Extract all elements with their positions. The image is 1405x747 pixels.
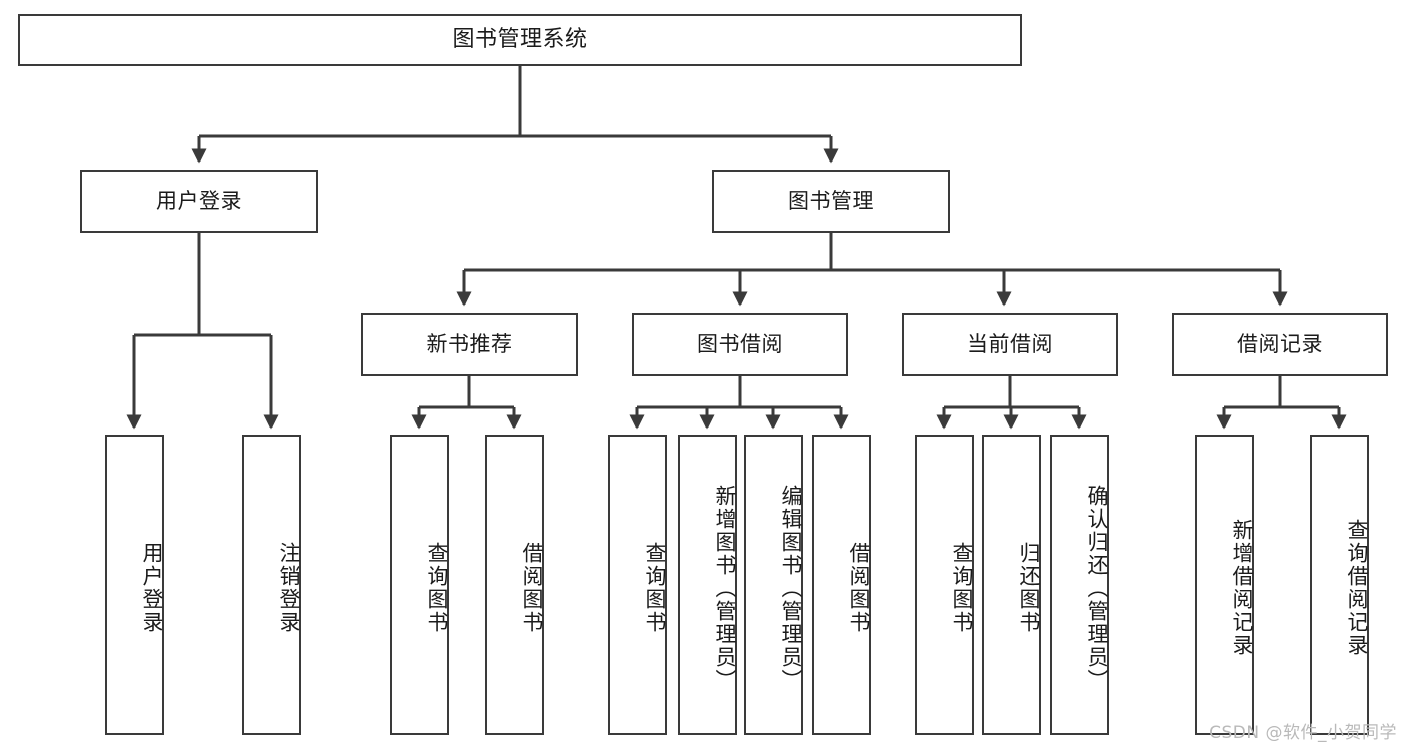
leaf-book-borrow-borrow[interactable]: 借阅图书 xyxy=(812,435,871,735)
leaf-label: 查询图书 xyxy=(950,542,974,634)
leaf-label: 编辑图书（管理员） xyxy=(779,484,803,692)
leaf-label: 新增图书（管理员） xyxy=(713,484,737,692)
leaf-user-login-logout[interactable]: 注销登录 xyxy=(242,435,301,735)
leaf-label: 用户登录 xyxy=(140,542,164,634)
leaf-label: 归还图书 xyxy=(1017,542,1041,634)
leaf-book-borrow-edit[interactable]: 编辑图书（管理员） xyxy=(744,435,803,735)
node-borrow-record-label: 借阅记录 xyxy=(1237,332,1323,357)
node-book-borrow[interactable]: 图书借阅 xyxy=(632,313,848,376)
node-current-borrow[interactable]: 当前借阅 xyxy=(902,313,1118,376)
leaf-label: 确认归还（管理员） xyxy=(1085,484,1109,692)
leaf-current-borrow-return[interactable]: 归还图书 xyxy=(982,435,1041,735)
leaf-label: 查询图书 xyxy=(643,542,667,634)
leaf-label: 新增借阅记录 xyxy=(1230,519,1254,657)
leaf-label: 注销登录 xyxy=(277,542,301,634)
leaf-user-login-login[interactable]: 用户登录 xyxy=(105,435,164,735)
node-user-login[interactable]: 用户登录 xyxy=(80,170,318,233)
watermark: CSDN @软件_小贺同学 xyxy=(1209,723,1397,743)
leaf-book-borrow-add[interactable]: 新增图书（管理员） xyxy=(678,435,737,735)
leaf-new-book-borrow[interactable]: 借阅图书 xyxy=(485,435,544,735)
leaf-new-book-query[interactable]: 查询图书 xyxy=(390,435,449,735)
leaf-current-borrow-confirm[interactable]: 确认归还（管理员） xyxy=(1050,435,1109,735)
leaf-label: 查询图书 xyxy=(425,542,449,634)
node-new-book-recommend[interactable]: 新书推荐 xyxy=(361,313,578,376)
leaf-borrow-record-query[interactable]: 查询借阅记录 xyxy=(1310,435,1369,735)
leaf-book-borrow-query[interactable]: 查询图书 xyxy=(608,435,667,735)
leaf-label: 查询借阅记录 xyxy=(1345,519,1369,657)
node-root-system[interactable]: 图书管理系统 xyxy=(18,14,1022,66)
node-new-book-recommend-label: 新书推荐 xyxy=(426,332,513,357)
leaf-label: 借阅图书 xyxy=(847,542,871,634)
leaf-label: 借阅图书 xyxy=(520,542,544,634)
node-book-management-label: 图书管理 xyxy=(788,189,874,214)
node-root-label: 图书管理系统 xyxy=(452,27,588,53)
leaf-borrow-record-add[interactable]: 新增借阅记录 xyxy=(1195,435,1254,735)
node-book-management[interactable]: 图书管理 xyxy=(712,170,950,233)
node-user-login-label: 用户登录 xyxy=(156,189,242,214)
node-borrow-record[interactable]: 借阅记录 xyxy=(1172,313,1388,376)
leaf-current-borrow-query[interactable]: 查询图书 xyxy=(915,435,974,735)
node-current-borrow-label: 当前借阅 xyxy=(967,332,1053,357)
node-book-borrow-label: 图书借阅 xyxy=(697,332,783,357)
